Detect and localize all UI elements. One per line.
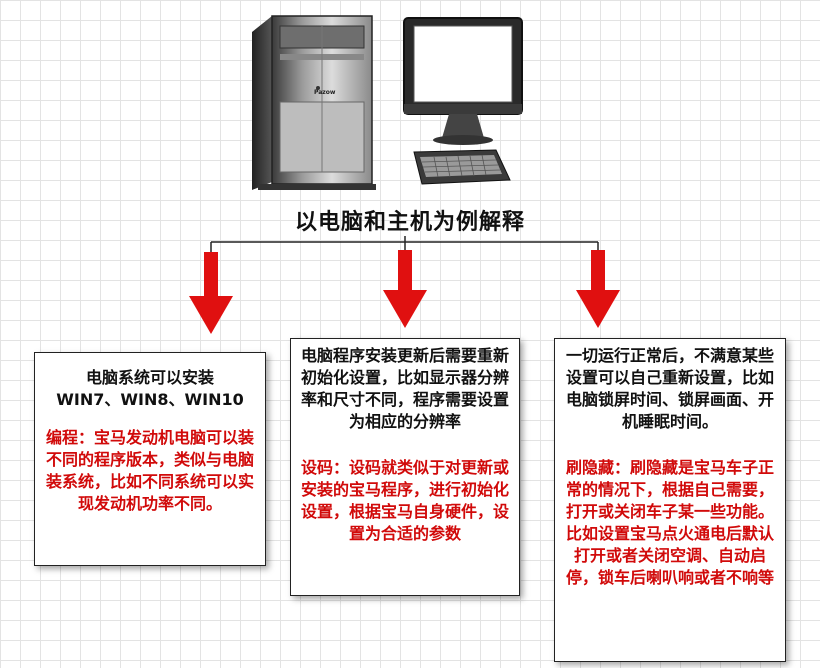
- diagram-title: 以电脑和主机为例解释: [294, 210, 525, 235]
- box-black-text: 电脑程序安装更新后需要重新初始化设置，比如显示器分辨率和尺寸不同，程序需要设置为…: [301, 346, 510, 431]
- box-red-text: 编程：宝马发动机电脑可以装不同的程序版本，类似与电脑装系统，比如不同系统可以实现…: [45, 428, 254, 513]
- box-red-text: 设码：设码就类似于对更新或安装的宝马程序，进行初始化设置，根据宝马自身硬件，设置…: [301, 458, 510, 543]
- keyboard-icon: [413, 149, 511, 185]
- arrow-icon: [576, 250, 620, 328]
- arrow-icon: [189, 252, 233, 334]
- computer-illustration: Pazow: [252, 15, 523, 190]
- box-black-line: 电脑系统可以安装: [85, 368, 214, 387]
- box-black-text: 一切运行正常后，不满意某些设置可以自己重新设置，比如电脑锁屏时间、锁屏画面、开机…: [565, 346, 774, 431]
- explanation-box-hidden-features: 一切运行正常后，不满意某些设置可以自己重新设置，比如电脑锁屏时间、锁屏画面、开机…: [554, 338, 786, 662]
- explanation-box-programming: 电脑系统可以安装 WIN7、WIN8、WIN10 编程：宝马发动机电脑可以装不同…: [34, 352, 266, 566]
- pc-tower-icon: Pazow: [252, 15, 376, 190]
- svg-text:Pazow: Pazow: [314, 89, 336, 96]
- arrow-icon: [383, 250, 427, 328]
- explanation-box-coding: 电脑程序安装更新后需要重新初始化设置，比如显示器分辨率和尺寸不同，程序需要设置为…: [290, 338, 520, 596]
- monitor-icon: [403, 17, 523, 145]
- box-black-line: WIN7、WIN8、WIN10: [56, 390, 244, 409]
- box-red-text: 刷隐藏：刷隐藏是宝马车子正常的情况下，根据自己需要，打开或关闭车子某一些功能。比…: [565, 458, 774, 587]
